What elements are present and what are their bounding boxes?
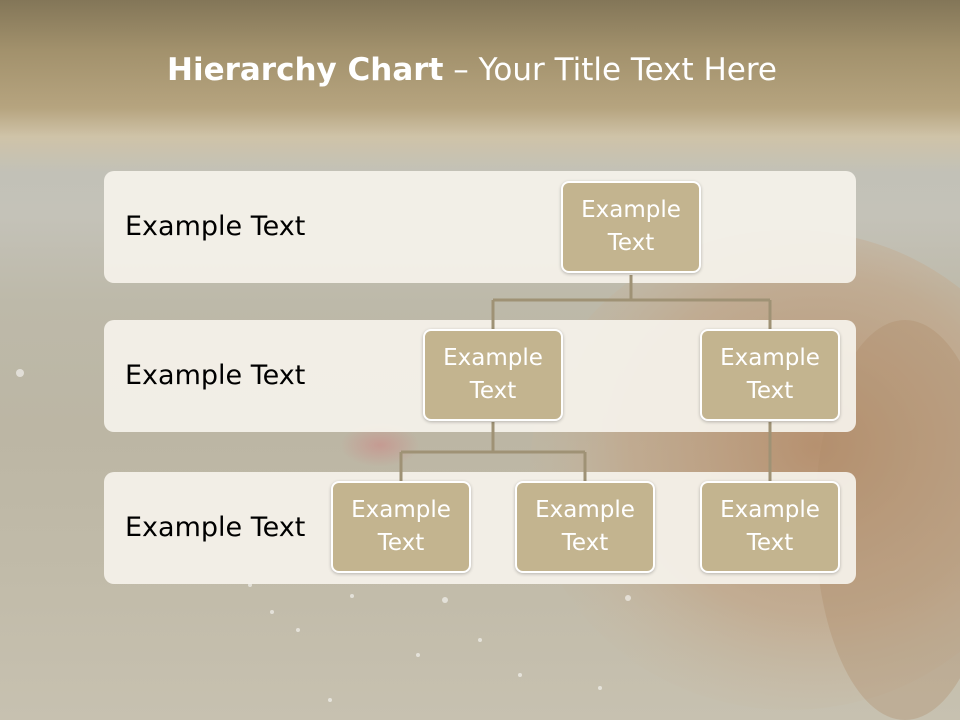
org-node-left-report-1-line1: Example: [351, 497, 451, 523]
title-bold-part: Hierarchy Chart: [167, 52, 444, 88]
org-node-left-manager-line1: Example: [443, 345, 543, 371]
org-node-right-report[interactable]: Example Text: [700, 481, 840, 573]
org-node-root[interactable]: Example Text: [561, 181, 701, 273]
org-node-left-manager[interactable]: Example Text: [423, 329, 563, 421]
org-node-right-report-line1: Example: [720, 497, 820, 523]
org-node-left-report-1[interactable]: Example Text: [331, 481, 471, 573]
org-node-right-manager-line1: Example: [720, 345, 820, 371]
title-rest-part: – Your Title Text Here: [443, 52, 777, 88]
org-node-left-manager-line2: Text: [469, 378, 517, 404]
slide-title: Hierarchy Chart – Your Title Text Here: [0, 52, 944, 88]
org-node-right-manager-line2: Text: [746, 378, 794, 404]
org-node-right-manager[interactable]: Example Text: [700, 329, 840, 421]
org-node-right-report-line2: Text: [746, 530, 794, 556]
level-band-1: Example Text: [104, 171, 856, 283]
connector-left-manager-to-reports: [399, 422, 587, 482]
org-node-left-report-2-line2: Text: [561, 530, 609, 556]
connector-root-to-managers: [491, 275, 772, 330]
level-label-1: Example Text: [125, 211, 306, 242]
org-node-left-report-2[interactable]: Example Text: [515, 481, 655, 573]
org-node-root-line1: Example: [581, 197, 681, 223]
org-node-left-report-2-line1: Example: [535, 497, 635, 523]
org-node-root-line2: Text: [607, 230, 655, 256]
org-node-left-report-1-line2: Text: [377, 530, 425, 556]
level-label-2: Example Text: [125, 360, 306, 391]
level-label-3: Example Text: [125, 512, 306, 543]
